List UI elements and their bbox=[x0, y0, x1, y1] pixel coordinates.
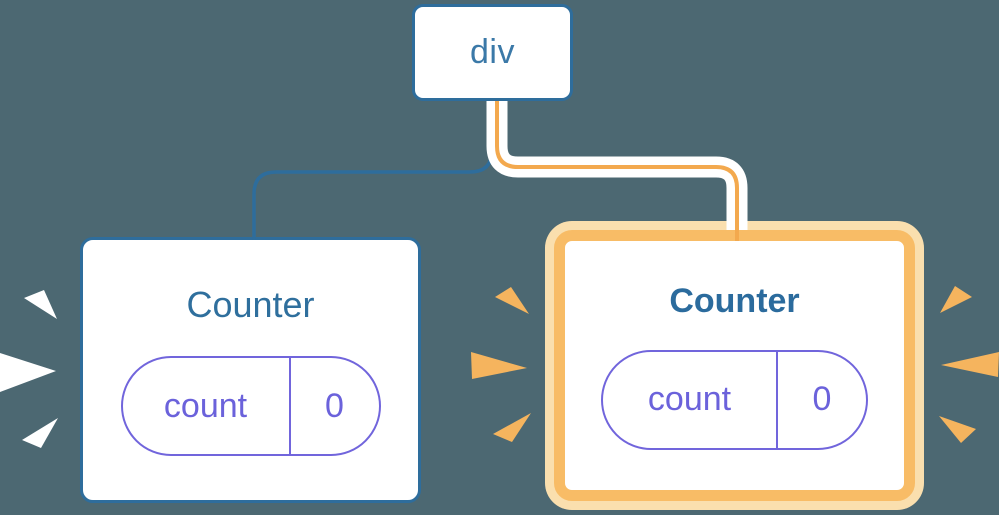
state-pill: count 0 bbox=[601, 349, 868, 450]
state-value: 0 bbox=[812, 380, 832, 418]
counter-card-right-highlighted: Counter count 0 bbox=[554, 230, 915, 501]
state-pill: count 0 bbox=[120, 356, 381, 456]
spark-icon bbox=[940, 286, 972, 313]
counter-title: Counter bbox=[669, 281, 800, 320]
counter-card-left: Counter count 0 bbox=[80, 237, 421, 503]
spark-burst-right-card-left bbox=[471, 287, 531, 442]
counter-title: Counter bbox=[186, 284, 315, 325]
state-key: count bbox=[123, 358, 291, 454]
spark-icon bbox=[0, 353, 56, 392]
spark-burst-left-card bbox=[0, 290, 58, 448]
root-node-label: div bbox=[470, 33, 515, 71]
edge-to-left-counter bbox=[252, 101, 494, 240]
root-node: div bbox=[412, 4, 573, 101]
spark-icon bbox=[22, 418, 58, 448]
spark-icon bbox=[471, 352, 527, 379]
state-value: 0 bbox=[325, 386, 344, 425]
spark-icon bbox=[939, 416, 976, 443]
edge-to-right-counter-highlighted bbox=[495, 101, 739, 241]
spark-icon bbox=[24, 290, 57, 319]
spark-icon bbox=[495, 287, 529, 314]
spark-icon bbox=[493, 413, 531, 442]
edge-highlight-casing bbox=[486, 101, 748, 230]
state-key: count bbox=[603, 351, 778, 448]
spark-icon bbox=[941, 352, 999, 377]
spark-burst-right-card-right bbox=[939, 286, 999, 443]
